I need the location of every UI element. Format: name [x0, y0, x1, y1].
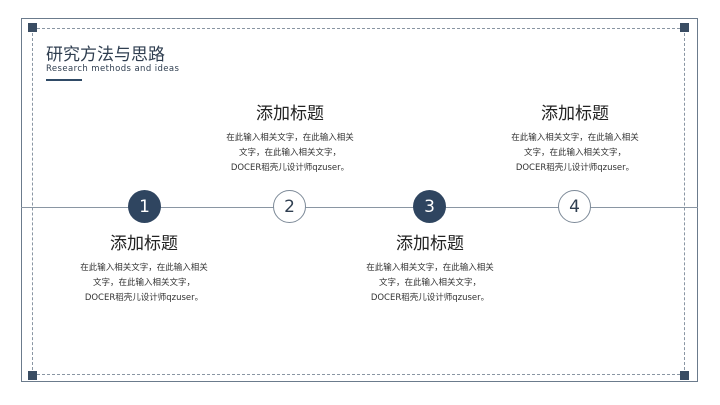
timeline-line	[21, 207, 698, 208]
corner-square-top-left	[28, 23, 37, 32]
block-body: 在此输入相关文字，在此输入相关 文字，在此输入相关文字， DOCER稻壳儿设计师…	[511, 133, 639, 173]
block-body: 在此输入相关文字，在此输入相关 文字，在此输入相关文字， DOCER稻壳儿设计师…	[80, 263, 208, 303]
title-underline	[46, 79, 82, 81]
slide-subtitle: Research methods and ideas	[46, 64, 180, 74]
corner-square-bottom-left	[28, 371, 37, 380]
block-heading: 添加标题	[396, 234, 464, 254]
text-block-3: 添加标题 在此输入相关文字，在此输入相关 文字，在此输入相关文字， DOCER稻…	[345, 233, 515, 306]
block-heading: 添加标题	[256, 104, 324, 124]
step-circle-2: 2	[273, 190, 306, 223]
slide-title: 研究方法与思路	[46, 45, 165, 65]
text-block-4: 添加标题 在此输入相关文字，在此输入相关 文字，在此输入相关文字， DOCER稻…	[490, 103, 660, 176]
block-body: 在此输入相关文字，在此输入相关 文字，在此输入相关文字， DOCER稻壳儿设计师…	[366, 263, 494, 303]
text-block-2: 添加标题 在此输入相关文字，在此输入相关 文字，在此输入相关文字， DOCER稻…	[205, 103, 375, 176]
step-circle-4: 4	[558, 190, 591, 223]
step-circle-1: 1	[128, 190, 161, 223]
text-block-1: 添加标题 在此输入相关文字，在此输入相关 文字，在此输入相关文字， DOCER稻…	[59, 233, 229, 306]
block-heading: 添加标题	[110, 234, 178, 254]
step-circle-3: 3	[413, 190, 446, 223]
dashed-border	[32, 28, 685, 375]
corner-square-top-right	[680, 23, 689, 32]
block-heading: 添加标题	[541, 104, 609, 124]
block-body: 在此输入相关文字，在此输入相关 文字，在此输入相关文字， DOCER稻壳儿设计师…	[226, 133, 354, 173]
corner-square-bottom-right	[680, 371, 689, 380]
